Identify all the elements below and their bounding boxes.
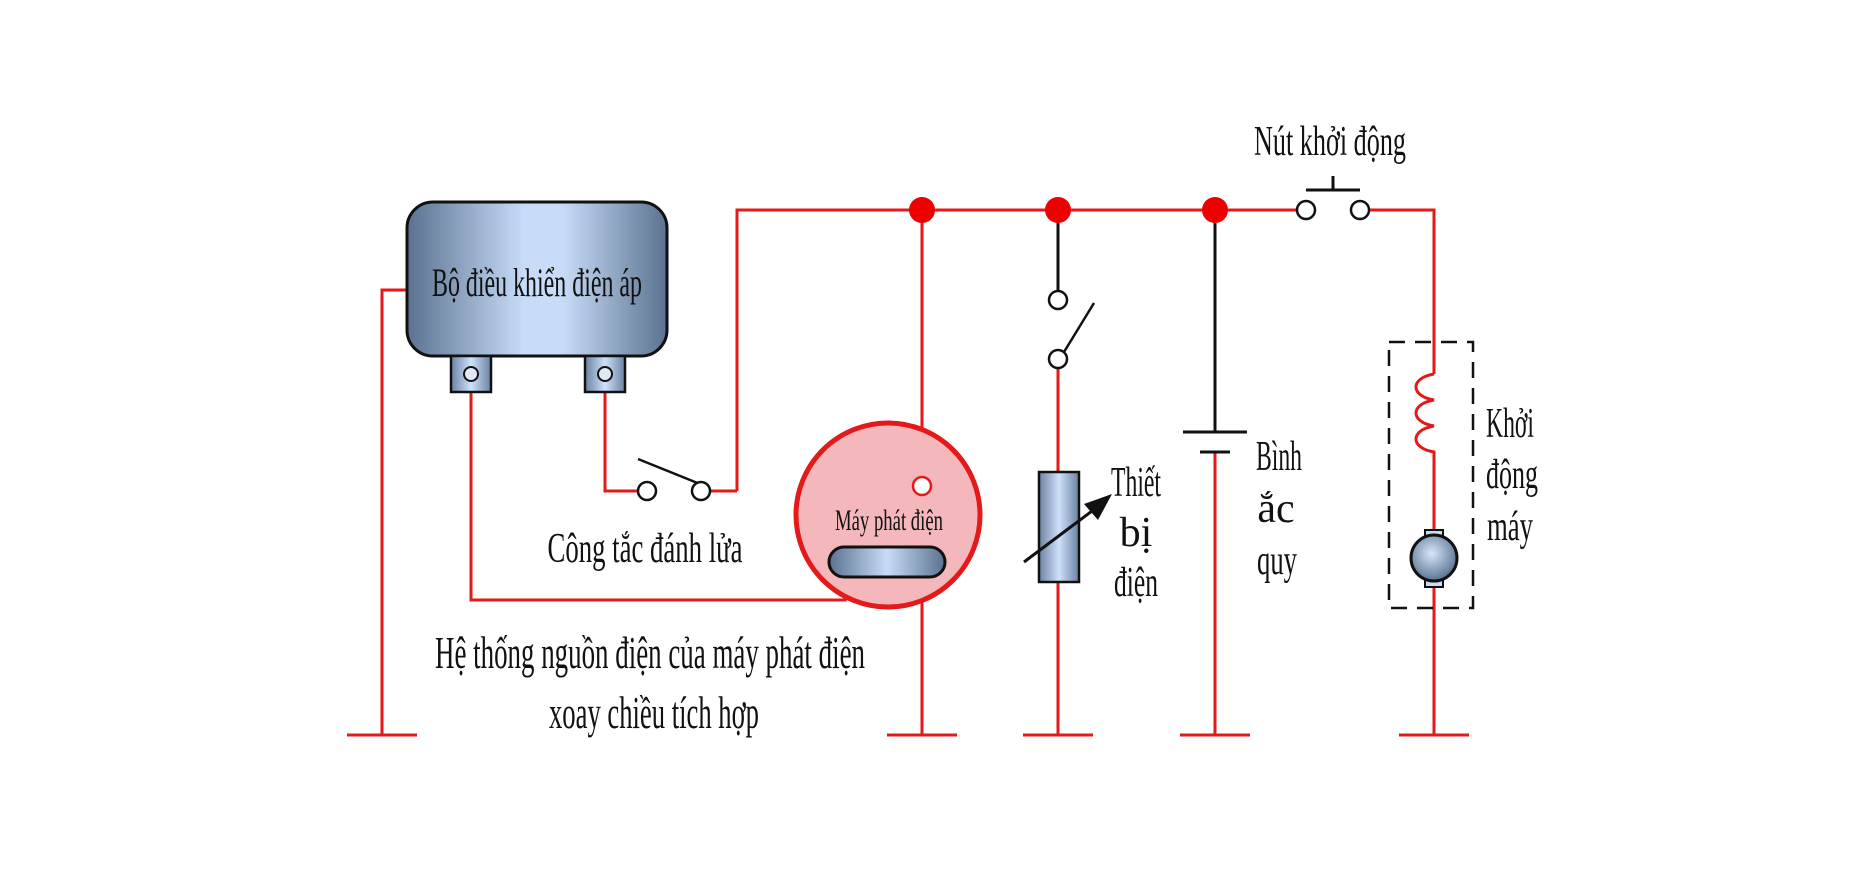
battery: Bình ắc quy	[1183, 430, 1302, 584]
generator-rotor	[827, 545, 947, 579]
electric-device-label-line3: điện	[1114, 560, 1158, 606]
start-button-label: Nút khởi động	[1254, 119, 1406, 165]
electric-device: Thiết bị điện	[1023, 289, 1161, 606]
generator-terminal	[911, 475, 933, 497]
junction-dot	[1045, 197, 1071, 223]
starter-dashed-box	[1387, 340, 1475, 610]
generator-label: Máy phát điện	[835, 504, 943, 537]
electric-device-label-line2: bị	[1120, 510, 1153, 556]
starter-coil	[1414, 372, 1436, 464]
terminal-screw	[463, 366, 479, 382]
junction-dot	[1202, 197, 1228, 223]
starter-label-line1: Khởi	[1486, 401, 1534, 447]
main-bus-wire	[735, 208, 1310, 491]
start-button: Nút khởi động	[1254, 119, 1406, 221]
starter-motor: Khởi động máy	[1387, 340, 1538, 610]
variable-arrow-head	[1084, 494, 1112, 520]
ignition-switch-label: Công tắc đánh lửa	[548, 526, 743, 572]
ignition-switch: Công tắc đánh lửa	[548, 457, 743, 572]
switch-contact	[1047, 348, 1069, 370]
starter-label-line2: động	[1486, 452, 1538, 498]
battery-label-line3: quy	[1257, 538, 1297, 584]
system-title-line1: Hệ thống nguồn điện của máy phát điện	[435, 627, 865, 678]
junctions	[909, 197, 1228, 223]
switch-contact	[636, 480, 658, 502]
battery-label-line2: ắc	[1257, 486, 1294, 532]
terminal-screw	[597, 366, 613, 382]
switch-contact	[690, 480, 712, 502]
electric-device-label-line1: Thiết	[1111, 460, 1161, 506]
device-switch-lever	[1062, 302, 1096, 353]
voltage-regulator-label: Bộ điều khiển điện áp	[432, 260, 642, 305]
ignition-switch-lever	[637, 457, 701, 486]
start-branch-wire	[1364, 208, 1436, 735]
generator: Máy phát điện	[793, 420, 983, 610]
regulator-body	[405, 200, 669, 358]
variable-arrow-shaft	[1023, 503, 1101, 564]
black-wiring	[1056, 210, 1217, 432]
junction-dot	[909, 197, 935, 223]
switch-contact	[1047, 289, 1069, 311]
system-title-line2: xoay chiều tích hợp	[549, 687, 759, 738]
motor-rotor	[1409, 533, 1459, 583]
system-title: Hệ thống nguồn điện của máy phát điện xo…	[435, 627, 865, 738]
button-contact	[1295, 199, 1317, 221]
button-contact	[1349, 199, 1371, 221]
starter-label-line3: máy	[1487, 504, 1533, 550]
regulator-ground-wire	[380, 288, 407, 735]
regulator-to-ignition-wire	[603, 390, 638, 493]
battery-label-line1: Bình	[1256, 434, 1302, 480]
voltage-regulator: Bộ điều khiển điện áp	[405, 200, 669, 394]
